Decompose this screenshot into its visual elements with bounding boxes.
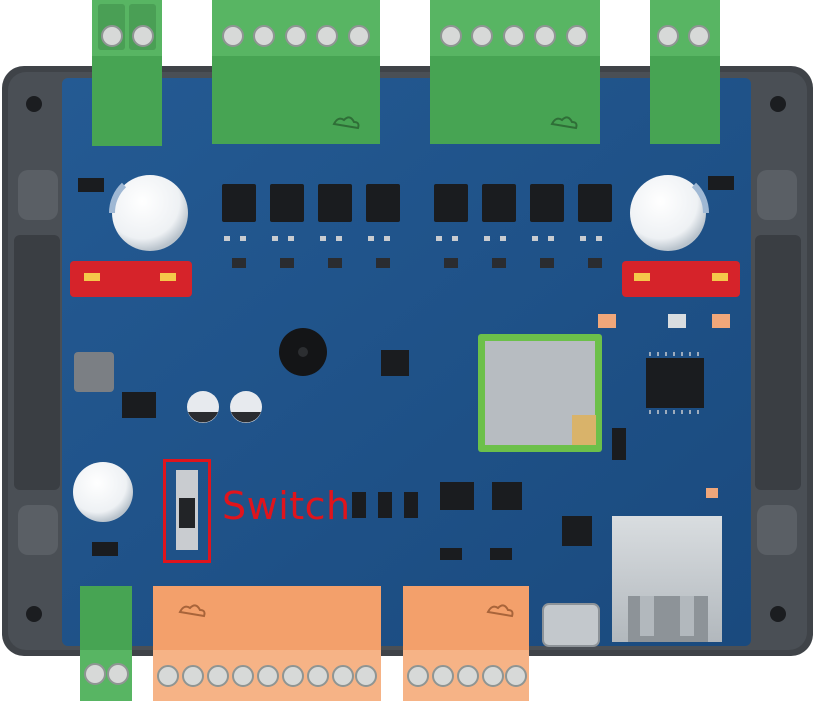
red-fuse-holder-left — [70, 261, 192, 297]
inductor — [74, 352, 114, 392]
pin-header — [612, 428, 626, 460]
smd-component — [78, 178, 104, 192]
smd-component — [708, 176, 734, 190]
green-terminal-block-top-right — [650, 0, 720, 144]
mounting-hole-icon — [26, 96, 786, 622]
red-fuse-holder-right — [622, 261, 740, 297]
electrolytic-capacitor-left — [108, 175, 188, 251]
microcontroller — [646, 352, 704, 414]
ethernet-port — [612, 516, 722, 642]
ic-chip — [381, 350, 409, 376]
green-terminal-block-top-5pin-a — [212, 0, 380, 144]
electrolytic-capacitor-right — [630, 175, 710, 251]
pad — [668, 314, 686, 328]
mosfet-row — [222, 184, 612, 222]
pad — [706, 488, 718, 498]
small-capacitors — [187, 391, 262, 423]
wireless-module — [478, 334, 602, 452]
regulator-chip — [122, 392, 156, 418]
switch-row-chips — [92, 482, 592, 560]
buzzer — [279, 328, 327, 376]
green-terminal-block-top-left — [92, 0, 162, 146]
pad — [712, 314, 730, 328]
green-terminal-block-bottom — [80, 586, 132, 701]
green-terminal-block-top-5pin-b — [430, 0, 600, 144]
small-components-row — [224, 236, 602, 268]
orange-terminal-block-5pin — [403, 586, 529, 701]
usb-c-port — [542, 603, 600, 647]
switch-annotation-label: Switch — [222, 484, 351, 528]
electrolytic-capacitor-lower-left — [73, 462, 133, 522]
orange-terminal-block-9pin — [153, 586, 381, 701]
pad — [598, 314, 616, 328]
switch-highlight-box — [163, 459, 211, 563]
slide-switch — [176, 470, 198, 550]
